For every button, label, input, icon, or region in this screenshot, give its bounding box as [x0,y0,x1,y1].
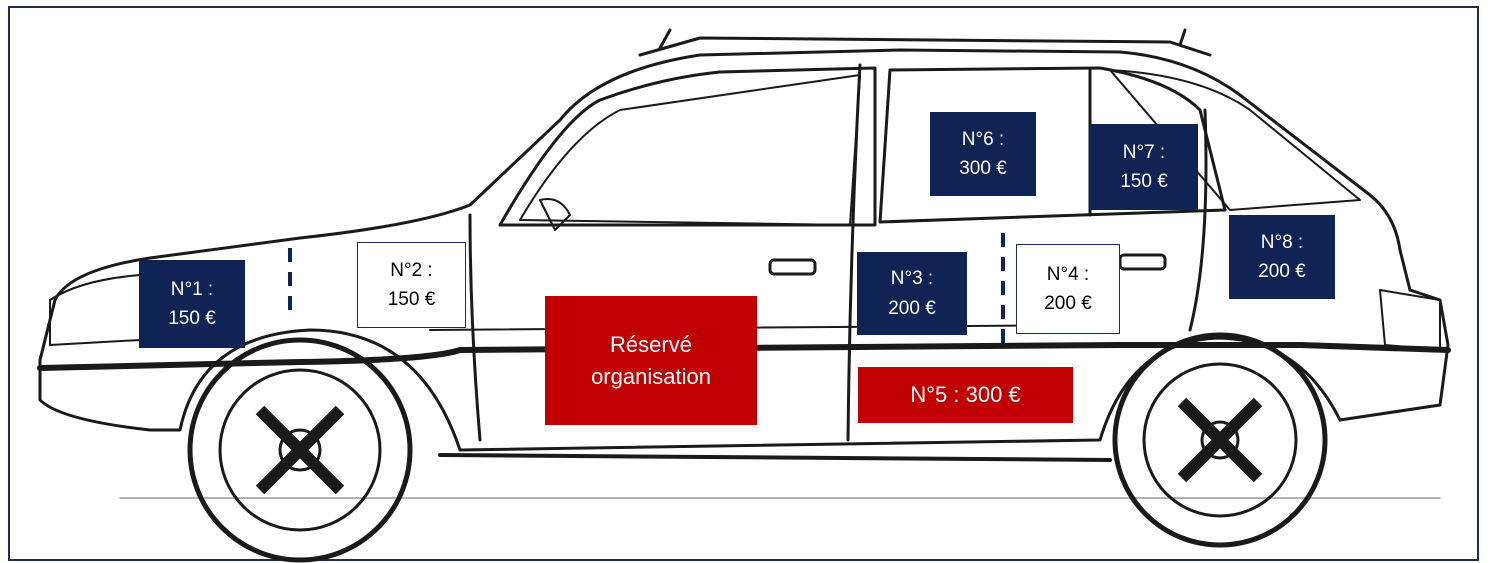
zone-n2: N°2 : 150 € [357,242,466,328]
zone-n1-label: N°1 : 150 € [168,278,216,329]
zone-n8: N°8 : 200 € [1229,215,1335,299]
zone-n1: N°1 : 150 € [139,260,245,348]
zone-reserved: Réservé organisation [545,296,757,425]
rear-wheel [1112,332,1328,548]
zone-n4: N°4 : 200 € [1016,244,1120,334]
zone-n5: N°5 : 300 € [858,367,1073,423]
zone-n2-label: N°2 : 150 € [387,259,436,310]
zone-n5-label: N°5 : 300 € [910,382,1021,408]
zone-n7-label: N°7 : 150 € [1120,141,1168,192]
car-front-window [519,74,861,226]
zone-reserved-label: Réservé organisation [591,331,711,389]
zone-n4-label: N°4 : 200 € [1044,263,1092,314]
car-tailgate-glass [1109,69,1361,211]
zone-n3-label: N°3 : 200 € [888,268,936,319]
zone-n6-label: N°6 : 300 € [959,128,1007,179]
zone-n3: N°3 : 200 € [857,252,967,335]
car-rear-door [1188,108,1208,332]
car-windscreen [498,66,877,227]
front-wheel [187,337,413,563]
zone-n8-label: N°8 : 200 € [1258,231,1306,282]
zone-n6: N°6 : 300 € [930,112,1036,196]
car-body-outline [38,48,1450,452]
zone-n7: N°7 : 150 € [1090,124,1198,210]
car-front-door [468,63,862,442]
